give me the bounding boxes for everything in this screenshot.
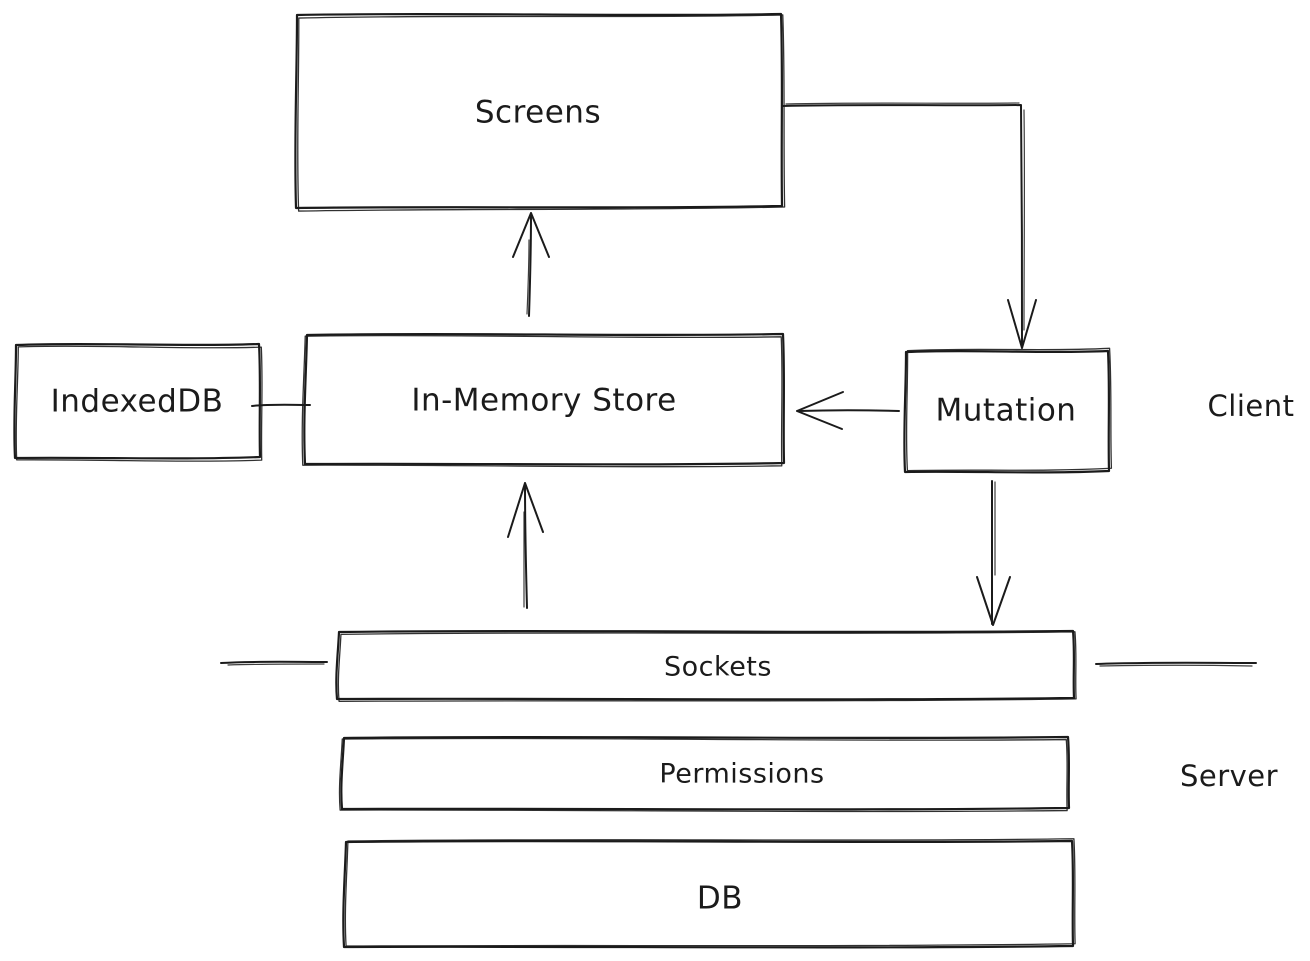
sockets-box	[335, 629, 1076, 701]
boundary-line-right	[1095, 661, 1257, 665]
edge-mutation-to-sockets	[976, 480, 1011, 626]
screens-box	[294, 12, 784, 210]
edge-line-sketch	[526, 239, 530, 315]
node-db: DB	[342, 838, 1076, 949]
permissions-box	[340, 735, 1071, 811]
edge-line	[524, 483, 528, 609]
indexeddb-box	[13, 342, 262, 460]
arrowhead-left-icon	[796, 391, 844, 430]
screens-label: Screens	[475, 95, 601, 131]
edge-screens-to-mutation	[782, 102, 1037, 349]
in-memory-store-box	[303, 332, 786, 466]
indexeddb-box-sketch	[15, 345, 263, 462]
edge-line	[782, 104, 1023, 348]
arrowhead-down-icon	[976, 576, 1011, 626]
permissions-box-sketch	[338, 737, 1068, 813]
boundary-line-right-sketch	[1099, 664, 1253, 667]
mutation-box-sketch	[905, 347, 1113, 472]
edge-line	[528, 213, 532, 317]
client-server-boundary	[220, 660, 1257, 667]
node-indexeddb: IndexedDB	[13, 342, 263, 462]
screens-box-sketch	[297, 14, 786, 212]
sockets-box-sketch	[337, 631, 1077, 703]
mutation-label: Mutation	[936, 393, 1077, 429]
boundary-line-left	[220, 660, 328, 664]
server-zone-label: Server	[1180, 759, 1278, 793]
node-mutation: Mutation	[903, 347, 1113, 474]
arrowhead-up-icon	[507, 482, 544, 538]
edge-indexeddb-to-inmemory	[251, 403, 311, 407]
client-zone-label: Client	[1208, 389, 1295, 423]
edge-line	[251, 403, 311, 407]
edge-inmemory-to-screens	[512, 212, 550, 317]
sockets-label: Sockets	[664, 652, 772, 683]
in-memory-store-box-sketch	[301, 334, 783, 468]
edge-line-sketch	[785, 102, 1026, 331]
edge-mutation-to-inmemory	[796, 391, 900, 430]
indexeddb-label: IndexedDB	[51, 384, 224, 420]
db-box	[342, 839, 1075, 949]
mutation-box	[903, 349, 1111, 474]
node-permissions: Permissions	[338, 735, 1071, 813]
in-memory-store-label: In-Memory Store	[411, 383, 676, 419]
node-screens: Screens	[294, 12, 786, 212]
edge-line	[798, 409, 900, 412]
permissions-label: Permissions	[659, 759, 824, 790]
edge-sockets-to-inmemory	[507, 482, 544, 609]
arrowhead-up-icon	[512, 212, 550, 258]
arrowhead-down-icon	[1007, 299, 1037, 349]
db-label: DB	[697, 881, 743, 917]
node-sockets: Sockets	[335, 629, 1077, 703]
db-box-sketch	[344, 838, 1076, 947]
boundary-line-left-sketch	[227, 663, 325, 666]
node-in-memory-store: In-Memory Store	[301, 332, 786, 468]
